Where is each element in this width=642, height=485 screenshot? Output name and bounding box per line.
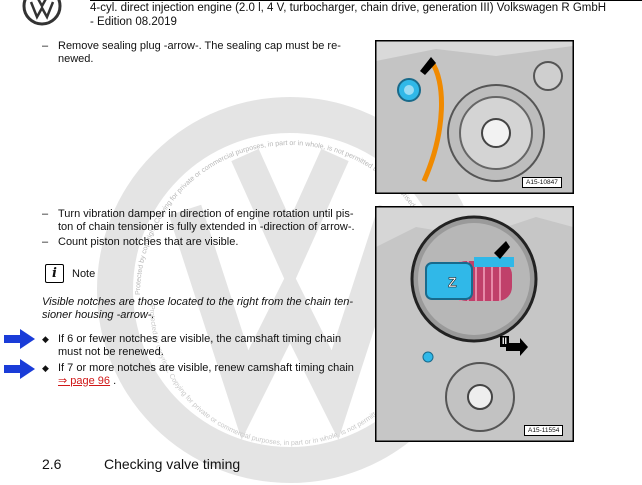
bullet-2-line2: ⇒ page 96 .: [58, 375, 368, 388]
step3-dash: –: [42, 236, 49, 248]
page-header: 4-cyl. direct injection engine (2.0 l, 4…: [90, 1, 630, 29]
svg-text:Z: Z: [448, 274, 457, 290]
bullet-diamond-icon: ◆: [42, 363, 49, 373]
header-rule: [90, 0, 642, 1]
figure-2-label: A15-11554: [524, 425, 564, 436]
figure-2-marker: II: [500, 336, 510, 347]
figure-2: Z II A15-11554: [375, 206, 574, 442]
blue-arrow-icon: [4, 329, 35, 349]
bullet-1-line1: If 6 or fewer notches are visible, the c…: [58, 333, 342, 345]
bullet-diamond-icon: ◆: [42, 334, 49, 344]
step1-line1: Remove sealing plug -arrow-. The sealing…: [58, 40, 341, 52]
note-label: Note: [72, 268, 96, 280]
vw-logo-icon: [22, 0, 62, 26]
step3-text: Count piston notches that are visible.: [58, 236, 239, 248]
step2-dash: –: [42, 208, 49, 220]
step1-line2: newed.: [58, 52, 94, 65]
step2-line1: Turn vibration damper in direction of en…: [58, 208, 354, 220]
note-text: Visible notches are those located to the…: [42, 296, 372, 321]
section-title: Checking valve timing: [104, 456, 241, 472]
page-96-link[interactable]: ⇒ page 96: [58, 374, 111, 387]
bullet-1-line2: must not be renewed.: [58, 345, 164, 358]
note-line1: Visible notches are those located to the…: [42, 296, 354, 308]
info-icon: i: [45, 264, 64, 283]
header-title-line1: 4-cyl. direct injection engine (2.0 l, 4…: [90, 2, 607, 14]
figure-1-label: A15-10847: [522, 177, 562, 188]
step2-line2: ton of chain tensioner is fully extended…: [58, 220, 355, 233]
bullet-2-text: If 7 or more notches are visible, renew …: [58, 362, 368, 387]
bullet-2-line1: If 7 or more notches are visible, renew …: [58, 362, 354, 374]
figure-1-drawing: [376, 41, 573, 193]
bullet-2-period: .: [113, 374, 117, 387]
step1-text: Remove sealing plug -arrow-. The sealing…: [58, 40, 368, 65]
bullet-1-text: If 6 or fewer notches are visible, the c…: [58, 333, 368, 358]
step2-text: Turn vibration damper in direction of en…: [58, 208, 368, 233]
section-number: 2.6: [42, 456, 62, 472]
figure-1: A15-10847: [375, 40, 574, 194]
blue-arrow-icon: [4, 359, 35, 379]
note-line2: sioner housing -arrow-.: [42, 308, 155, 321]
step1-dash: –: [42, 40, 49, 52]
figure-2-drawing: Z: [376, 207, 573, 441]
header-title-line2: - Edition 08.2019: [90, 16, 177, 28]
